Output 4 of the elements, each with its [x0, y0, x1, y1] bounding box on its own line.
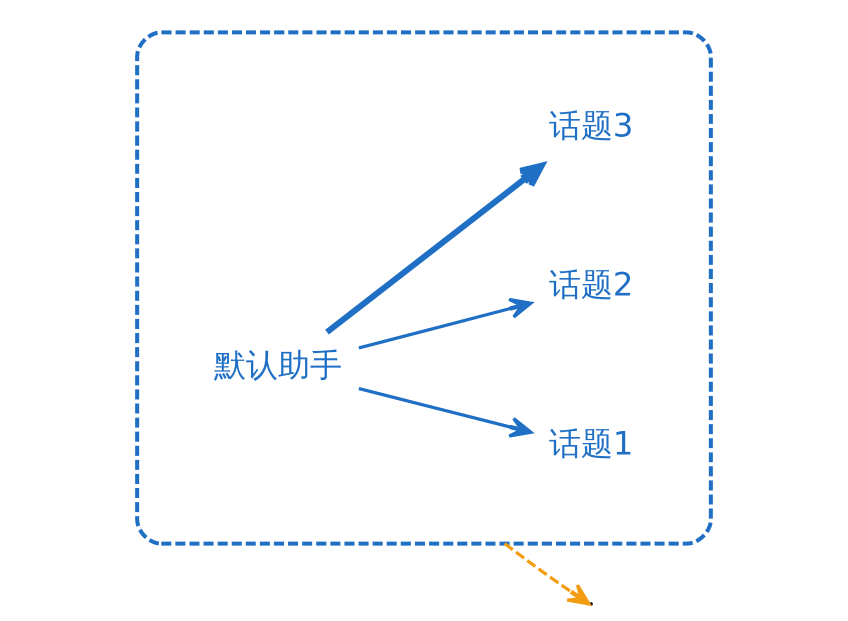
node-text: 话题2 [548, 266, 634, 304]
node-text: 默认助手 [214, 346, 342, 384]
node-text: 话题1 [548, 424, 634, 463]
node-text: 话题3 [548, 106, 634, 145]
